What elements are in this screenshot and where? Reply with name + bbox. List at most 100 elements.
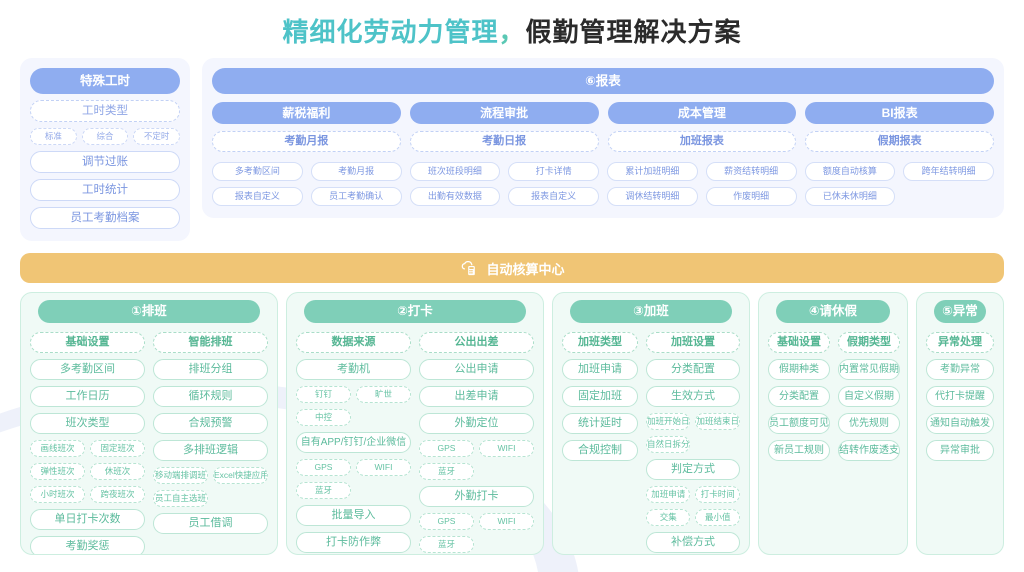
module-item[interactable]: 单日打卡次数 (30, 509, 145, 530)
report-tag[interactable]: 调休结转明细 (607, 187, 698, 206)
module-item[interactable]: 加班类型 (562, 332, 638, 353)
module-mini-tag[interactable]: 钉钉 (296, 386, 351, 403)
module-mini-tag[interactable]: 交集 (645, 509, 691, 526)
module-mini-tag[interactable]: 中控 (296, 409, 351, 426)
module-item[interactable]: 工作日历 (30, 386, 145, 407)
report-tag[interactable]: 累计加班明细 (607, 162, 698, 181)
module-item[interactable]: 多考勤区间 (30, 359, 145, 380)
module-mini-tag[interactable]: GPS (296, 459, 351, 476)
module-item[interactable]: 班次类型 (30, 413, 145, 434)
module-item[interactable]: 基础设置 (768, 332, 830, 353)
special-hours-item-archive[interactable]: 员工考勤档案 (30, 207, 180, 229)
module-mini-tag[interactable]: 蓝牙 (296, 482, 351, 499)
report-col-sub-holiday[interactable]: 假期报表 (805, 131, 994, 152)
module-item[interactable]: 打卡防作弊 (296, 532, 411, 553)
module-item[interactable]: 自有APP/钉钉/企业微信 (296, 432, 411, 453)
report-col-head-approval[interactable]: 流程审批 (409, 102, 599, 124)
module-mini-tag[interactable]: 加班开始日 (645, 413, 691, 430)
module-item[interactable]: 异常处理 (926, 332, 994, 353)
module-item[interactable]: 基础设置 (30, 332, 145, 353)
report-tag[interactable]: 已休未休明细 (804, 187, 896, 206)
report-col-sub-overtime[interactable]: 加班报表 (607, 131, 797, 152)
module-item[interactable]: 考勤机 (296, 359, 411, 380)
module-mini-tag[interactable]: 加班结束日 (695, 413, 740, 430)
report-col-sub-monthly[interactable]: 考勤月报 (212, 131, 401, 152)
module-item[interactable]: 数据来源 (296, 332, 411, 353)
report-col-head-payroll[interactable]: 薪税福利 (212, 102, 401, 124)
module-item[interactable]: 排班分组 (153, 359, 268, 380)
module-item[interactable]: 加班设置 (645, 332, 740, 353)
module-mini-tag[interactable]: 固定班次 (90, 440, 145, 457)
module-item[interactable]: 固定加班 (562, 386, 638, 407)
mini-tag-flexible[interactable]: 不定时 (133, 128, 181, 145)
module-item[interactable]: 分类配置 (768, 386, 830, 407)
report-tag[interactable]: 额度自动核算 (804, 162, 896, 181)
module-mini-tag[interactable]: Excel快捷应用 (213, 467, 268, 484)
module-item[interactable]: 统计延时 (562, 413, 638, 434)
module-mini-tag[interactable]: 蓝牙 (419, 536, 474, 553)
module-item[interactable]: 通知自动触发 (926, 413, 994, 434)
module-item[interactable]: 批量导入 (296, 505, 411, 526)
module-item[interactable]: 补偿方式 (645, 532, 740, 553)
report-col-head-cost[interactable]: 成本管理 (607, 102, 797, 124)
module-mini-tag[interactable]: WIFI (479, 513, 534, 530)
module-mini-tag[interactable]: 员工自主选班 (153, 490, 208, 507)
module-item[interactable]: 员工额度可见 (768, 413, 830, 434)
module-mini-tag[interactable]: 画线班次 (30, 440, 85, 457)
module-item[interactable]: 结转作废透支 (838, 440, 900, 461)
report-col-sub-daily[interactable]: 考勤日报 (409, 131, 599, 152)
report-tag[interactable]: 员工考勤确认 (310, 187, 402, 206)
module-mini-tag[interactable]: 最小值 (695, 509, 740, 526)
module-item[interactable]: 外勤打卡 (419, 486, 534, 507)
report-tag[interactable]: 跨年结转明细 (903, 162, 994, 181)
module-item[interactable]: 代打卡提醒 (926, 386, 994, 407)
report-tag[interactable]: 考勤月报 (310, 162, 402, 181)
module-item[interactable]: 公出申请 (419, 359, 534, 380)
mini-tag-standard[interactable]: 标准 (30, 128, 77, 145)
module-item[interactable]: 分类配置 (645, 359, 740, 380)
module-mini-tag[interactable]: 弹性班次 (30, 463, 85, 480)
module-item[interactable]: 合规预警 (153, 413, 268, 434)
module-item[interactable]: 智能排班 (153, 332, 268, 353)
module-mini-tag[interactable]: 旷世 (356, 386, 411, 403)
module-item[interactable]: 多排班逻辑 (153, 440, 268, 461)
report-tag[interactable]: 班次班段明细 (409, 162, 501, 181)
module-item[interactable]: 新员工规则 (768, 440, 830, 461)
module-mini-tag[interactable]: GPS (419, 440, 474, 457)
module-mini-tag[interactable]: GPS (419, 513, 474, 530)
report-tag[interactable]: 薪资结转明细 (705, 162, 797, 181)
module-item[interactable]: 异常审批 (926, 440, 994, 461)
report-tag[interactable]: 出勤有效数据 (409, 187, 501, 206)
module-item[interactable]: 外勤定位 (419, 413, 534, 434)
special-hours-item-adjust[interactable]: 调节过账 (30, 151, 180, 173)
report-tag[interactable]: 报表自定义 (508, 187, 599, 206)
module-item[interactable]: 假期种类 (768, 359, 830, 380)
module-item[interactable]: 加班申请 (562, 359, 638, 380)
module-item[interactable]: 员工借调 (153, 513, 268, 534)
special-hours-item-stats[interactable]: 工时统计 (30, 179, 180, 201)
module-item[interactable]: 判定方式 (645, 459, 740, 480)
report-tag[interactable]: 报表自定义 (212, 187, 303, 206)
module-item[interactable]: 公出出差 (419, 332, 534, 353)
report-tag[interactable]: 多考勤区间 (212, 162, 303, 181)
module-item[interactable]: 出差申请 (419, 386, 534, 407)
module-item[interactable]: 优先规则 (838, 413, 900, 434)
module-item[interactable]: 内置常见假期 (838, 359, 900, 380)
module-mini-tag[interactable]: WIFI (356, 459, 411, 476)
module-mini-tag[interactable]: 加班申请 (645, 486, 691, 503)
module-mini-tag[interactable]: 小时班次 (30, 486, 85, 503)
module-item[interactable]: 假期类型 (838, 332, 900, 353)
module-mini-tag[interactable]: 休班次 (90, 463, 145, 480)
module-mini-tag[interactable]: 自然日拆分 (645, 436, 691, 453)
module-item[interactable]: 合规控制 (562, 440, 638, 461)
report-tag[interactable]: 作废明细 (705, 187, 797, 206)
module-item[interactable]: 生效方式 (645, 386, 740, 407)
module-item[interactable]: 自定义假期 (838, 386, 900, 407)
module-mini-tag[interactable]: WIFI (479, 440, 534, 457)
mini-tag-comprehensive[interactable]: 综合 (81, 128, 129, 145)
module-mini-tag[interactable]: 跨夜班次 (90, 486, 145, 503)
report-col-head-bi[interactable]: BI报表 (805, 102, 994, 124)
module-item[interactable]: 考勤异常 (926, 359, 994, 380)
module-mini-tag[interactable]: 移动端排调班 (153, 467, 208, 484)
module-item[interactable]: 循环规则 (153, 386, 268, 407)
